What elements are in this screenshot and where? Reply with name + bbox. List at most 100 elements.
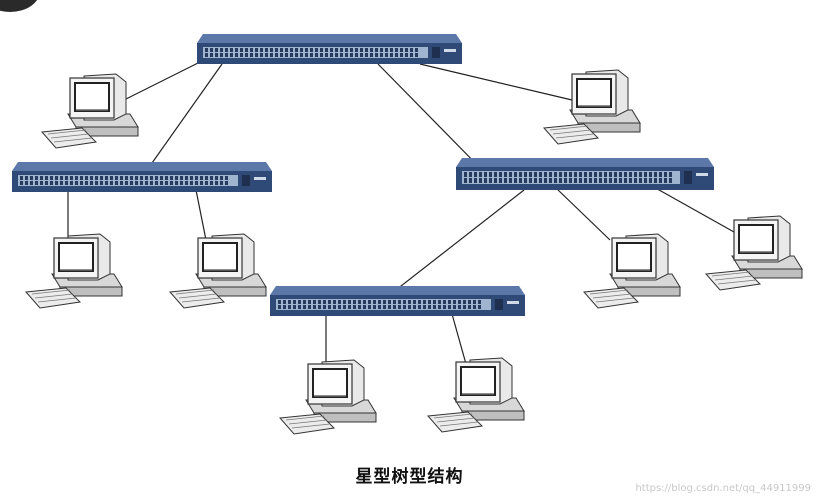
- switch-port: [110, 176, 113, 180]
- switch-port: [484, 178, 487, 183]
- switch-port: [509, 178, 512, 183]
- switch-port: [400, 53, 403, 57]
- switch-port: [275, 48, 278, 52]
- switch-port: [280, 48, 283, 52]
- switch-port: [288, 300, 291, 304]
- switch-port: [418, 300, 421, 304]
- switch-port: [120, 181, 123, 185]
- switch-port: [423, 300, 426, 304]
- switch-port: [494, 178, 497, 183]
- switch-port: [579, 178, 582, 183]
- switch-port: [205, 181, 208, 185]
- switch-port: [135, 181, 138, 185]
- keyboard-key-row: [291, 423, 331, 429]
- monitor-screen: [58, 242, 94, 272]
- keyboard-key-row: [34, 293, 74, 299]
- switch-port: [398, 305, 401, 309]
- switch-port: [594, 178, 597, 183]
- switch-port: [368, 305, 371, 309]
- switch-port: [205, 48, 208, 52]
- switch-port: [639, 172, 642, 177]
- switch-port: [260, 48, 263, 52]
- switch-port: [388, 300, 391, 304]
- switch-port: [65, 181, 68, 185]
- switch-port: [478, 305, 481, 309]
- switch-port: [140, 176, 143, 180]
- switch-port: [195, 181, 198, 185]
- keyboard-key-row: [717, 279, 757, 285]
- switch-port: [649, 172, 652, 177]
- switch-port: [255, 53, 258, 57]
- switch-port: [534, 178, 537, 183]
- switch-port: [45, 176, 48, 180]
- switch-port: [335, 48, 338, 52]
- switch-port: [474, 172, 477, 177]
- switch-port: [385, 53, 388, 57]
- switch-port: [443, 305, 446, 309]
- keyboard-key-row: [175, 289, 215, 295]
- switch-port: [30, 176, 33, 180]
- switch-port: [270, 48, 273, 52]
- keyboard-key-row: [439, 421, 479, 427]
- switch-port: [140, 181, 143, 185]
- switch-port: [230, 48, 233, 52]
- switch-port: [310, 53, 313, 57]
- switch-port: [383, 305, 386, 309]
- switch-port: [55, 176, 58, 180]
- keyboard-key-row: [595, 297, 635, 303]
- switch-port: [484, 172, 487, 177]
- switch-port: [288, 305, 291, 309]
- keyboard-key-row: [549, 125, 589, 131]
- switch-port: [290, 53, 293, 57]
- switch-port: [328, 300, 331, 304]
- switch-port: [639, 178, 642, 183]
- switch-port: [614, 172, 617, 177]
- switch-port: [609, 178, 612, 183]
- port-strip: [276, 299, 491, 310]
- switch-port: [265, 53, 268, 57]
- switch-port: [90, 181, 93, 185]
- switch-port: [40, 181, 43, 185]
- brand-logo-icon: [254, 177, 266, 180]
- switch-port: [130, 176, 133, 180]
- switch-port: [659, 172, 662, 177]
- switch-port: [629, 178, 632, 183]
- switch-port: [135, 176, 138, 180]
- switch-port: [669, 178, 672, 183]
- switch-port: [318, 305, 321, 309]
- switch-port: [499, 178, 502, 183]
- switch-port: [534, 172, 537, 177]
- switch-port: [544, 178, 547, 183]
- switch-port: [90, 176, 93, 180]
- switch-port: [418, 305, 421, 309]
- switch-port: [403, 300, 406, 304]
- switch-port: [25, 176, 28, 180]
- switch-port: [385, 48, 388, 52]
- switch-port: [644, 172, 647, 177]
- switch-port: [328, 305, 331, 309]
- keyboard-key-row: [47, 129, 87, 135]
- switch-port: [458, 305, 461, 309]
- switch-port: [105, 181, 108, 185]
- switch-port: [413, 305, 416, 309]
- switch-port: [614, 178, 617, 183]
- switch-port: [340, 48, 343, 52]
- switch-port: [438, 305, 441, 309]
- switch-port: [313, 305, 316, 309]
- switch-port: [323, 300, 326, 304]
- switch-port: [370, 48, 373, 52]
- switch-port: [200, 176, 203, 180]
- switch-port: [410, 53, 413, 57]
- switch-port: [20, 176, 23, 180]
- keyboard-key-row: [436, 417, 476, 423]
- switch-port: [554, 172, 557, 177]
- switch-port: [70, 176, 73, 180]
- switch-port: [333, 305, 336, 309]
- monitor-screen: [460, 366, 496, 396]
- switch-port: [453, 300, 456, 304]
- switch-port: [393, 305, 396, 309]
- switch-port: [215, 181, 218, 185]
- monitor-screen: [738, 224, 774, 254]
